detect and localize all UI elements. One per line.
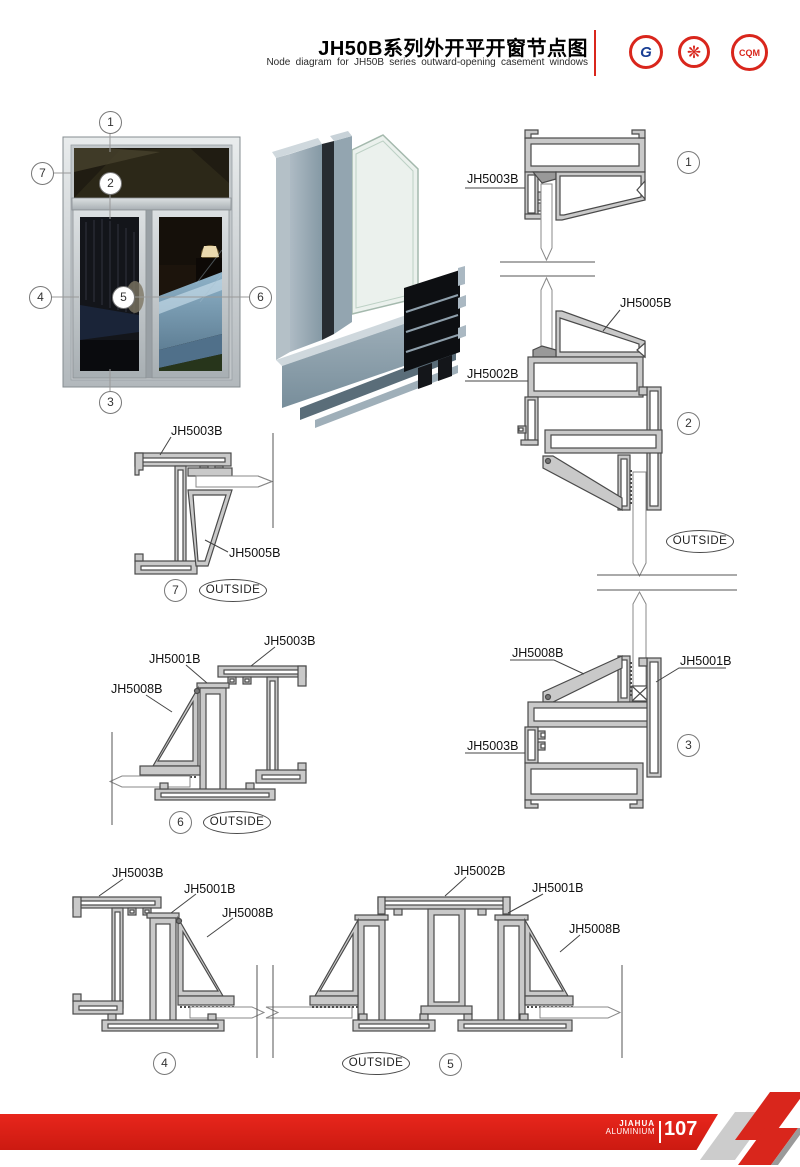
section-number-1: 1 <box>677 151 700 174</box>
footer-brand: JIAHUA ALUMINIUM <box>605 1119 655 1136</box>
callout-5: 5 <box>112 286 135 309</box>
detail-2-drawing <box>517 276 663 578</box>
footer-logo-shapes <box>700 1092 800 1165</box>
gb-certification-logo: G <box>629 35 663 69</box>
label-jh5003b-d1: JH5003B <box>467 172 519 186</box>
detail-5-drawing <box>309 896 622 1032</box>
window-illustration <box>51 133 249 391</box>
label-jh5001b-d6: JH5001B <box>149 652 201 666</box>
callout-1: 1 <box>99 111 122 134</box>
label-jh5005b-d2: JH5005B <box>620 296 672 310</box>
leader-lines <box>98 187 726 953</box>
detail-4-drawing <box>72 896 353 1032</box>
section-number-6: 6 <box>169 811 192 834</box>
section-number-7: 7 <box>164 579 187 602</box>
callout-2: 2 <box>99 172 122 195</box>
page-number: 107 <box>664 1118 698 1140</box>
break-symbol-1 <box>500 261 595 277</box>
break-lines-4-5 <box>256 965 274 1058</box>
label-jh5008b-d6: JH5008B <box>111 682 163 696</box>
label-jh5008b-d4: JH5008B <box>222 906 274 920</box>
detail-1-drawing <box>524 129 646 262</box>
label-jh5001b-d5: JH5001B <box>532 881 584 895</box>
header-divider <box>594 30 596 76</box>
outside-label-d5: OUTSIDE <box>342 1052 410 1075</box>
label-jh5002b-d5: JH5002B <box>454 864 506 878</box>
callout-7: 7 <box>31 162 54 185</box>
label-jh5003b-d6: JH5003B <box>264 634 316 648</box>
label-jh5002b-d2: JH5002B <box>467 367 519 381</box>
label-jh5001b-d3: JH5001B <box>680 654 732 668</box>
callout-6: 6 <box>249 286 272 309</box>
footer-bar <box>0 1114 718 1150</box>
callout-4: 4 <box>29 286 52 309</box>
label-jh5008b-d3: JH5008B <box>512 646 564 660</box>
section-number-4: 4 <box>153 1052 176 1075</box>
footer-divider <box>659 1121 661 1143</box>
label-jh5003b-d7: JH5003B <box>171 424 223 438</box>
section-number-3: 3 <box>677 734 700 757</box>
detail-6-drawing <box>108 665 307 801</box>
outside-label-d7: OUTSIDE <box>199 579 267 602</box>
label-jh5003b-d4: JH5003B <box>112 866 164 880</box>
cqm-certification-logo: CQM <box>731 34 768 71</box>
outside-label-d2: OUTSIDE <box>666 530 734 553</box>
profile-3d-render <box>272 131 466 428</box>
callout-3: 3 <box>99 391 122 414</box>
detail-3-drawing <box>524 590 662 809</box>
label-jh5001b-d4: JH5001B <box>184 882 236 896</box>
label-jh5008b-d5: JH5008B <box>569 922 621 936</box>
page-subtitle: Node diagram for JH50B series outward-op… <box>266 57 588 68</box>
section-number-2: 2 <box>677 412 700 435</box>
section-number-5: 5 <box>439 1053 462 1076</box>
detail-7-drawing <box>134 452 274 575</box>
outside-label-d6: OUTSIDE <box>203 811 271 834</box>
label-jh5003b-d3: JH5003B <box>467 739 519 753</box>
break-symbol-2 <box>597 574 737 591</box>
label-jh5005b-d7: JH5005B <box>229 546 281 560</box>
page-title: JH50B系列外开平开窗节点图 <box>318 38 588 60</box>
round-seal-logo: ❋ <box>678 36 710 68</box>
